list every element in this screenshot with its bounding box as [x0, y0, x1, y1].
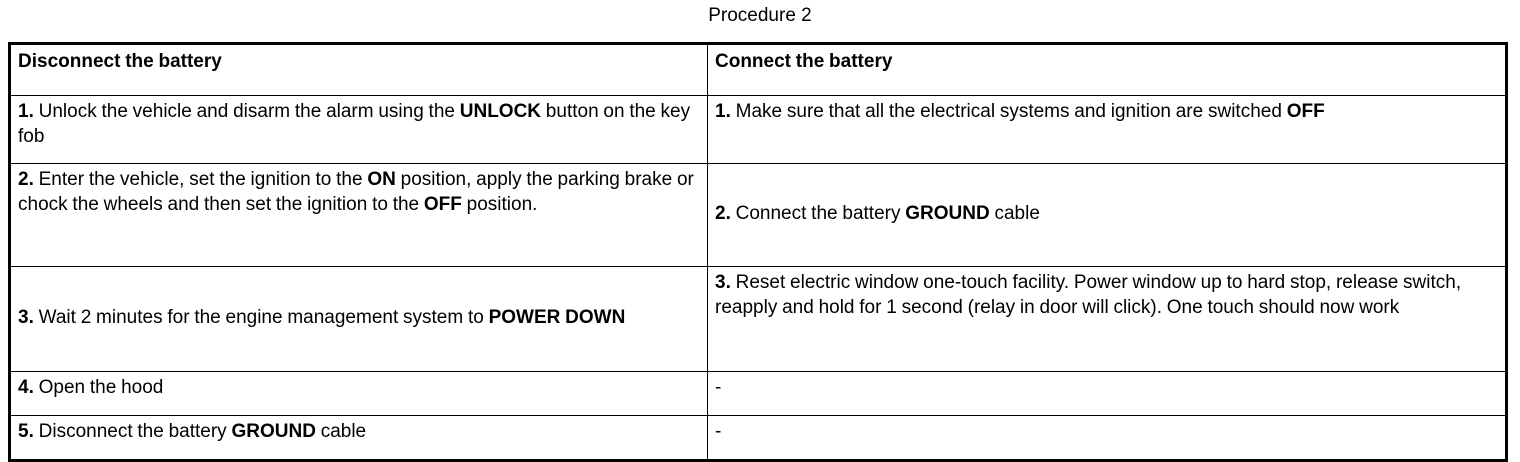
column-header-disconnect: Disconnect the battery: [9, 43, 708, 96]
step-text: button on the key fob: [18, 101, 691, 147]
step-number: 2.: [715, 203, 731, 225]
cell-disconnect-step-3: 3. Wait 2 minutes for the engine managem…: [9, 266, 708, 372]
step-number: 4.: [18, 377, 34, 398]
step-text: -: [715, 421, 722, 442]
emphasis-text: GROUND: [231, 421, 316, 442]
cell-connect-step-3: 3. Reset electric window one-touch facil…: [707, 266, 1507, 372]
step-text: Reset electric window one-touch facility…: [715, 272, 1462, 318]
step-text: Make sure that all the electrical system…: [730, 101, 1287, 122]
emphasis-text: ON: [367, 169, 396, 190]
step-text: Open the hood: [33, 377, 164, 398]
column-header-connect: Connect the battery: [707, 43, 1507, 96]
procedure-table: Disconnect the battery Connect the batte…: [8, 42, 1508, 462]
table-body: 1. Unlock the vehicle and disarm the ala…: [9, 95, 1507, 461]
step-text: position, apply the parking brake or cho…: [18, 169, 694, 215]
emphasis-text: OFF: [1286, 101, 1325, 122]
emphasis-text: OFF: [423, 193, 462, 215]
cell-disconnect-step-1: 1. Unlock the vehicle and disarm the ala…: [9, 95, 708, 164]
emphasis-text: POWER DOWN: [488, 307, 626, 329]
cell-connect-step-4: -: [707, 371, 1507, 416]
step-number: 2.: [18, 169, 34, 190]
step-text: Disconnect the battery: [33, 421, 232, 442]
step-number: 3.: [715, 272, 731, 293]
cell-disconnect-step-4: 4. Open the hood: [9, 371, 708, 416]
cell-connect-step-1: 1. Make sure that all the electrical sys…: [707, 95, 1507, 164]
step-text: Enter the vehicle, set the ignition to t…: [33, 169, 368, 190]
step-number: 1.: [18, 101, 34, 122]
step-text: cable: [315, 421, 367, 442]
step-text: position.: [461, 193, 538, 215]
cell-disconnect-step-2: 2. Enter the vehicle, set the ignition t…: [9, 163, 708, 267]
table-row: 2. Enter the vehicle, set the ignition t…: [9, 163, 1507, 267]
step-text: -: [715, 377, 722, 398]
cell-connect-step-2: 2. Connect the battery GROUND cable: [707, 163, 1507, 267]
emphasis-text: GROUND: [905, 203, 990, 225]
step-text: cable: [989, 203, 1040, 225]
step-number: 5.: [18, 421, 34, 442]
table-row: 1. Unlock the vehicle and disarm the ala…: [9, 95, 1507, 164]
page-title: Procedure 2: [708, 5, 812, 26]
emphasis-text: UNLOCK: [459, 101, 542, 122]
table-row: 4. Open the hood -: [9, 371, 1507, 416]
cell-connect-step-5: -: [707, 415, 1507, 461]
step-text: Connect the battery: [730, 203, 906, 225]
table-row: 3. Wait 2 minutes for the engine managem…: [9, 266, 1507, 372]
table-header: Disconnect the battery Connect the batte…: [9, 43, 1507, 96]
step-text: Wait 2 minutes for the engine management…: [33, 307, 489, 329]
step-number: 1.: [715, 101, 731, 122]
cell-disconnect-step-5: 5. Disconnect the battery GROUND cable: [9, 415, 708, 461]
table-header-row: Disconnect the battery Connect the batte…: [9, 43, 1507, 96]
step-number: 3.: [18, 307, 34, 329]
table-row: 5. Disconnect the battery GROUND cable -: [9, 415, 1507, 461]
step-text: Unlock the vehicle and disarm the alarm …: [33, 101, 460, 122]
